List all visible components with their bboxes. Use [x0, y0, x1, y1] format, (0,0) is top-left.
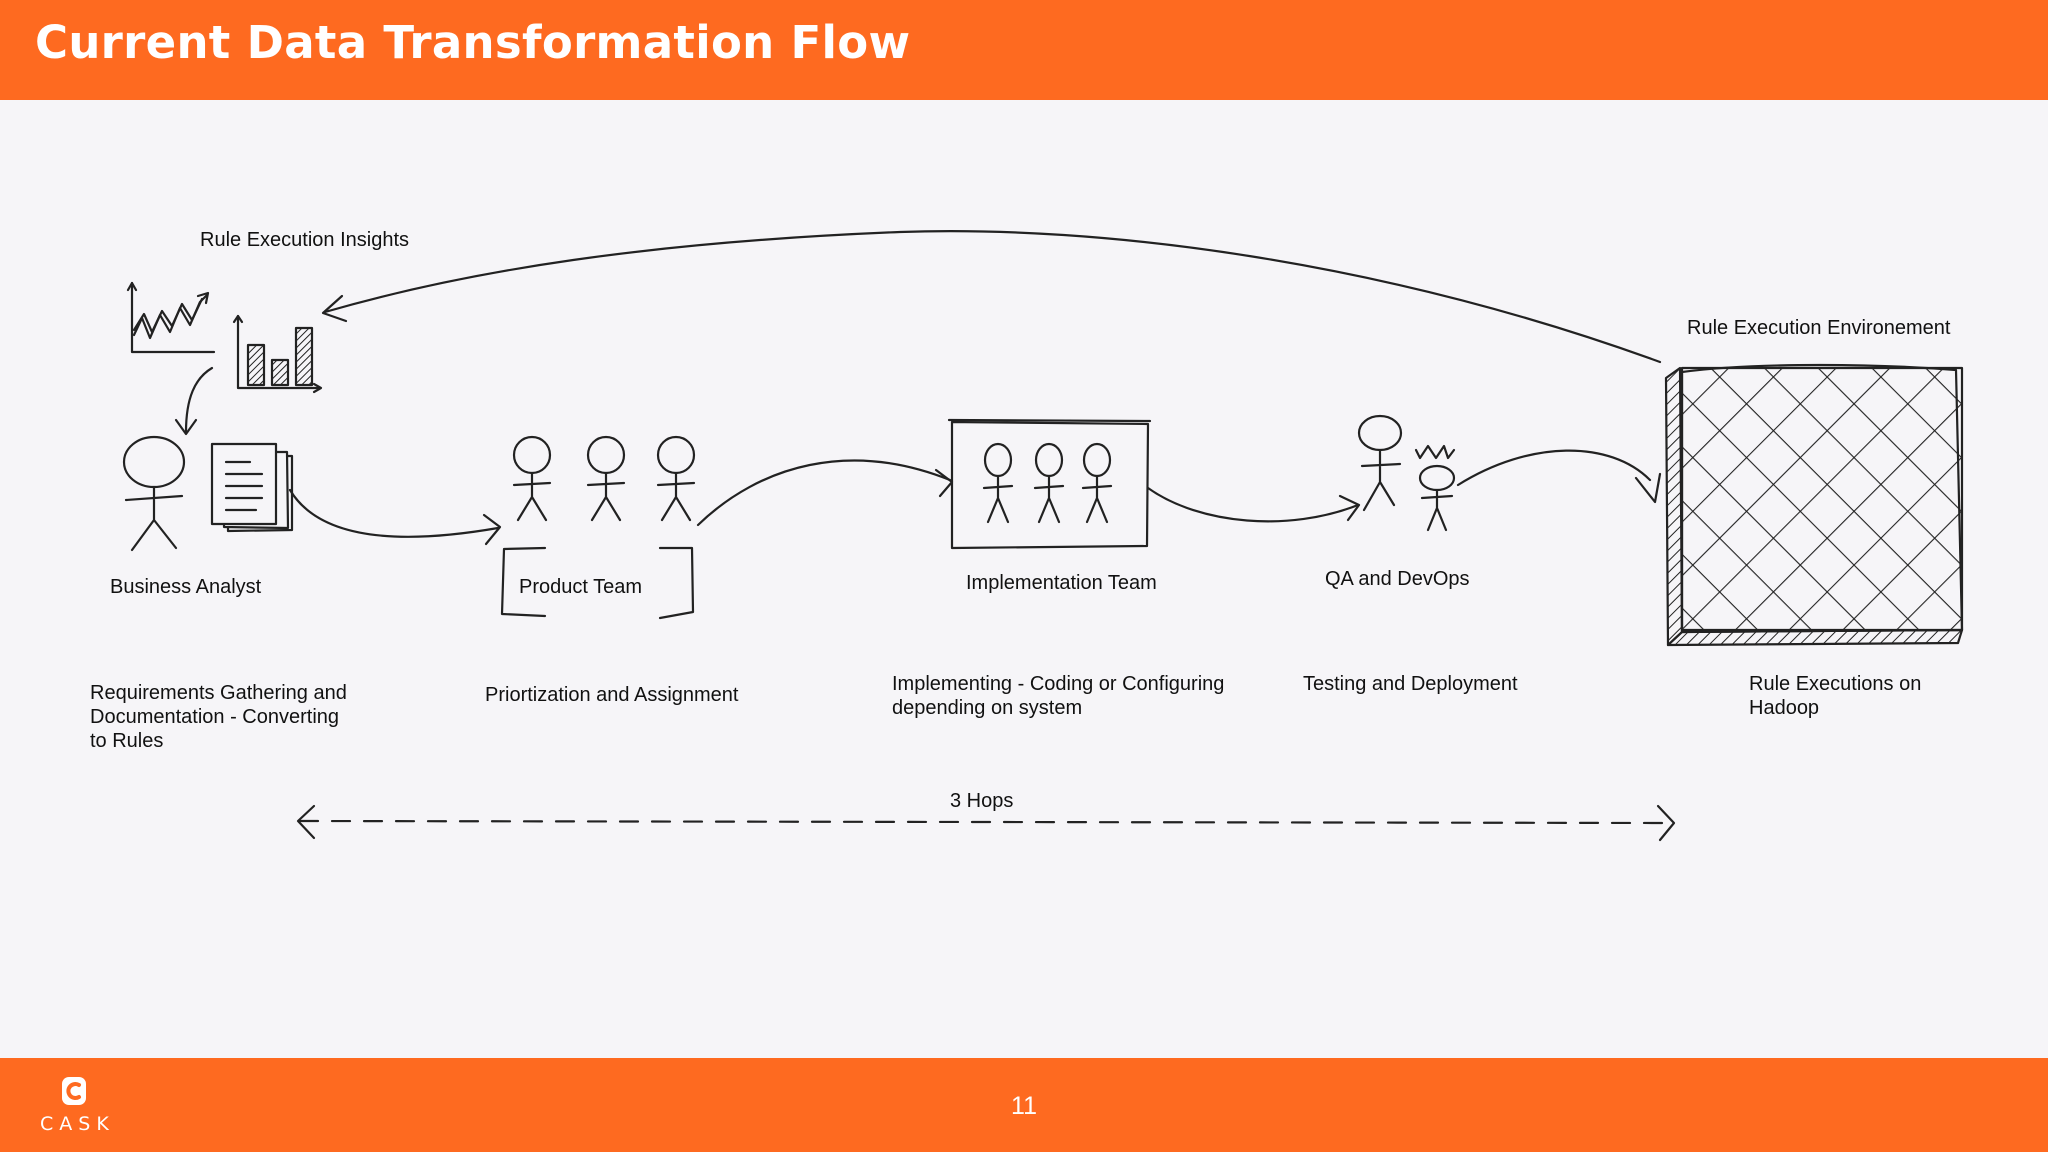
slide-title: Current Data Transformation Flow [35, 16, 911, 69]
page-number: 11 [1011, 1092, 1037, 1120]
description-requirements: Requirements Gathering and Documentation… [90, 682, 347, 752]
node-name-product-team: Product Team [519, 576, 643, 598]
line-chart-icon [126, 281, 216, 354]
cask-logo-text: CASK [40, 1113, 115, 1135]
node-name-business-analyst: Business Analyst [110, 576, 262, 598]
slide-header: Current Data Transformation Flow [0, 0, 2048, 100]
execution-environment-block [1664, 363, 1964, 647]
insights-to-analyst-arrow [184, 366, 214, 434]
node-name-implementation-team: Implementation Team [966, 572, 1157, 594]
product-team-figures [512, 435, 696, 522]
hops-label: 3 Hops [950, 790, 1014, 812]
business-analyst-figure [122, 435, 186, 552]
product-team-bracket-left [500, 546, 547, 618]
insights-label: Rule Execution Insights [200, 229, 410, 251]
bar-chart-icon [232, 314, 323, 394]
product-team-bracket-right [658, 546, 695, 620]
slide-footer [0, 1058, 2048, 1152]
product-to-impl-arrow [696, 459, 952, 527]
analyst-to-product-arrow [288, 488, 500, 538]
qa-to-env-arrow [1456, 449, 1652, 487]
node-name-qa-devops: QA and DevOps [1325, 568, 1470, 590]
description-hadoop: Rule Executions on Hadoop [1749, 673, 1922, 719]
description-prioritization: Priortization and Assignment [485, 684, 739, 706]
document-icon [210, 442, 294, 533]
description-implementing: Implementing - Coding or Configuring dep… [892, 673, 1225, 719]
cask-logo-icon [62, 1077, 86, 1105]
impl-to-qa-arrow [1146, 486, 1360, 523]
hops-dashed-line [298, 819, 1674, 825]
implementation-team-box [947, 418, 1152, 550]
qa-devops-figures [1357, 414, 1456, 532]
environment-label: Rule Execution Environement [1687, 317, 1951, 339]
feedback-arrow [323, 230, 1662, 364]
description-testing: Testing and Deployment [1303, 673, 1518, 695]
